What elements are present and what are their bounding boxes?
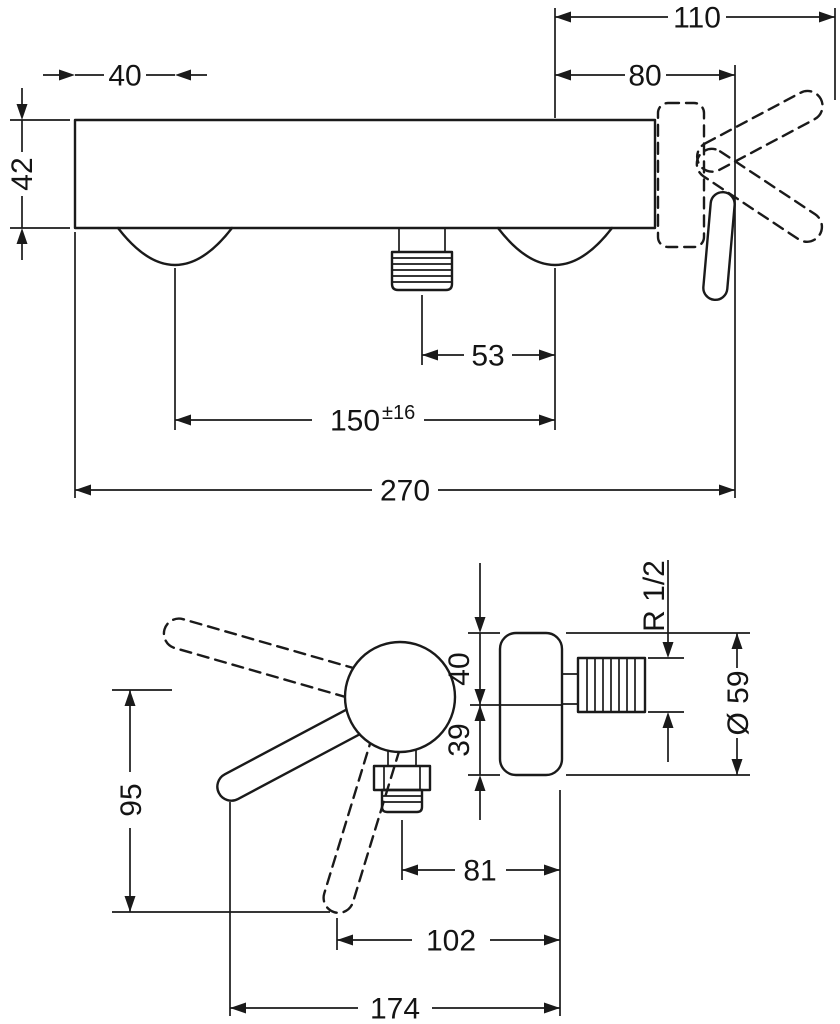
dim-label-102: 102 — [426, 925, 476, 958]
wall-union-left — [116, 226, 234, 266]
dim-81: 81 — [402, 855, 560, 888]
dim-label-r12: R 1/2 — [638, 560, 671, 632]
front-view: 110 40 80 42 53 — [6, 2, 836, 508]
dim-label-53: 53 — [471, 340, 504, 373]
dim-174: 174 — [230, 993, 560, 1024]
dim-95: 95 — [115, 690, 148, 912]
dim-label-81: 81 — [463, 855, 496, 888]
union-thread-lines — [586, 658, 636, 712]
handle-phantom-outline — [656, 89, 824, 249]
dim-80: 80 — [555, 60, 735, 93]
body-end-cap — [343, 640, 457, 754]
dim-label-270: 270 — [380, 475, 430, 508]
dim-42: 42 — [6, 88, 39, 260]
extension-lines-front — [10, 8, 836, 498]
extension-lines-side — [112, 632, 750, 1016]
dim-label-42: 42 — [6, 157, 39, 190]
handle-lever-down-dashed — [695, 147, 824, 243]
dim-270: 270 — [75, 475, 735, 508]
dim-label-150: 150 — [330, 405, 380, 438]
union-neck — [562, 673, 578, 705]
dim-diameter-59: Ø 59 — [722, 633, 755, 775]
dim-label-40-side: 40 — [443, 652, 476, 685]
dim-label-diameter-59: Ø 59 — [722, 670, 755, 735]
wall-union-right — [496, 226, 614, 266]
handle-lever-up-dashed — [695, 89, 824, 173]
dim-label-39: 39 — [443, 723, 476, 756]
dim-40-front: 40 — [43, 60, 207, 93]
outlet-thread-lines — [392, 257, 452, 283]
dim-r12: R 1/2 — [638, 560, 674, 762]
dim-53: 53 — [422, 340, 555, 373]
dim-label-150-tolerance: ±16 — [382, 402, 415, 424]
union-thread — [576, 656, 647, 714]
lever-pin — [702, 190, 736, 302]
dim-110: 110 — [555, 2, 835, 35]
side-view: 40 39 R 1/2 Ø 59 95 81 — [112, 560, 755, 1024]
dim-150: 150 ±16 — [175, 402, 555, 438]
dim-label-40-front: 40 — [108, 60, 141, 93]
side-outlet — [372, 750, 432, 814]
side-outlet-thread-lines — [382, 795, 422, 803]
lever-position-up-dashed — [162, 617, 402, 710]
dim-label-174: 174 — [370, 993, 420, 1024]
body-side-profile — [498, 631, 564, 777]
bottom-outlet — [390, 228, 454, 292]
handle-escutcheon-dashed — [656, 101, 706, 249]
dim-label-95: 95 — [115, 783, 148, 816]
mixer-body — [73, 118, 657, 230]
dim-102: 102 — [337, 925, 560, 958]
dim-label-80: 80 — [628, 60, 661, 93]
dim-40-39-chain: 40 39 — [443, 563, 486, 820]
dim-label-110: 110 — [673, 2, 721, 35]
